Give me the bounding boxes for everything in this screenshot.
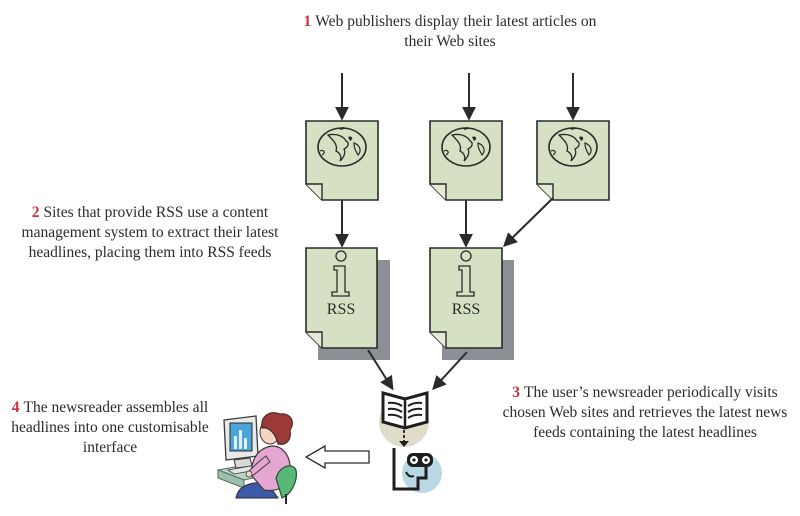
step-4-text: The newsreader assembles all headlines i… [11,399,209,456]
arrow-rss-2-to-newsreader [432,351,468,391]
info-icon [456,250,475,297]
woman-at-computer-icon [216,412,297,504]
person-viewer-icon [392,448,433,491]
web-page-1 [305,120,379,201]
rss-feed-1: RSS [305,247,390,360]
step-3-text: The user’s newsreader periodically visit… [502,384,788,441]
step-1-number: 1 [303,13,312,30]
step-1-text: Web publishers display their latest arti… [315,13,597,50]
step-2-text: Sites that provide RSS use a content man… [21,204,279,261]
arrow-web-3-to-rss-2 [502,197,554,247]
rss-label: RSS [452,301,480,318]
step-3-number: 3 [512,384,521,401]
hollow-arrow-to-user [304,444,370,470]
step-2-number: 2 [31,204,40,221]
step-4-number: 4 [11,399,20,416]
rss-feed-2: RSS [429,247,514,360]
web-page-3 [536,120,610,201]
arrow-rss-1-to-newsreader [367,349,394,391]
book-icon [381,391,429,430]
web-page-2 [429,120,503,201]
rss-label: RSS [327,301,355,318]
newsreader [379,391,442,493]
info-icon [331,250,350,297]
